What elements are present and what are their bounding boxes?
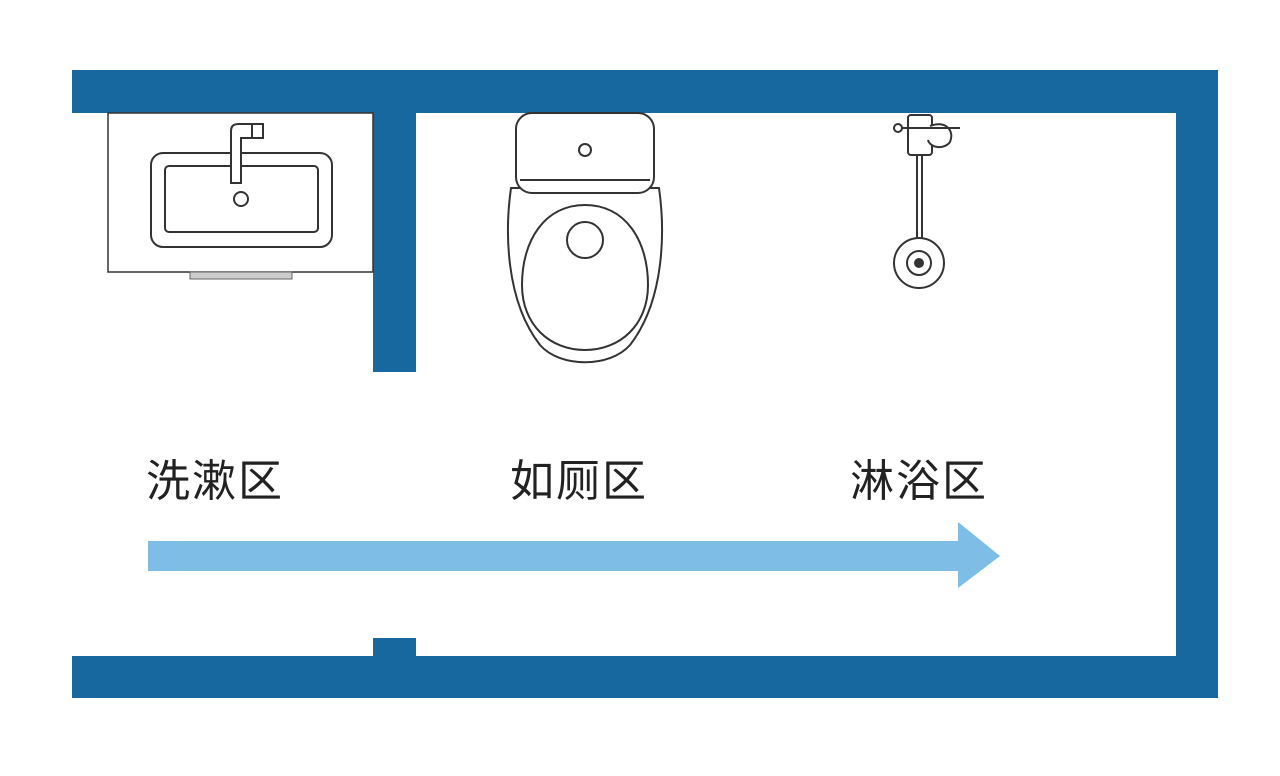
toilet-flush-hole: [566, 221, 604, 259]
flow-arrow: [148, 522, 1000, 588]
zone-label-wash: 洗漱区: [146, 456, 284, 507]
toilet-flush-button: [578, 143, 592, 157]
shower-head-center: [914, 258, 924, 268]
zone-label-shower: 淋浴区: [850, 456, 988, 507]
wall-right: [1176, 70, 1218, 698]
shower-valve-left: [893, 123, 903, 133]
washbasin-icon: [107, 112, 374, 280]
zone-label-toilet: 如厕区: [510, 456, 648, 507]
faucet-handle: [251, 123, 264, 139]
wall-bottom-stub: [373, 638, 416, 663]
toilet-bowl-inner: [520, 203, 650, 352]
toilet-icon: [507, 112, 663, 364]
shower-valve-handle: [893, 123, 960, 148]
basin-drain: [233, 191, 249, 207]
flow-arrow-shaft: [148, 541, 963, 571]
shower-valve: [907, 114, 933, 156]
shower-icon: [893, 114, 960, 289]
wall-bottom: [72, 656, 1218, 698]
flow-arrow-head: [958, 522, 1000, 588]
wall-top: [72, 70, 1218, 113]
faucet-spout: [230, 123, 253, 184]
walls: [72, 70, 1218, 698]
vanity-drawer-handle: [189, 271, 293, 280]
wall-partition: [373, 100, 416, 372]
